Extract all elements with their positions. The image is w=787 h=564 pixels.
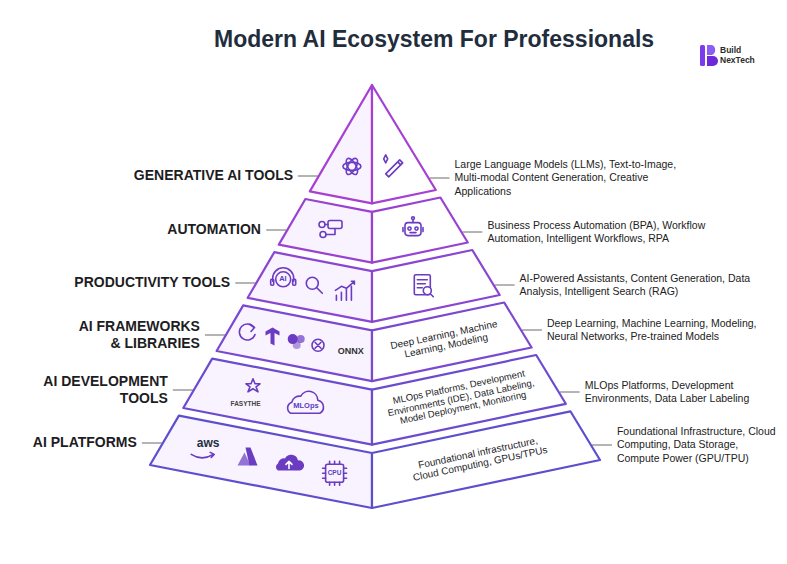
layer-description: Deep Learning, Machine Learning, Modelin… [547,317,767,344]
layer-label: AI DEVELOPMENT TOOLS [32,373,168,408]
pyramid-layer: AUTOMATIONBusiness Process Automation (B… [275,194,471,266]
icon-text: MLOps [293,402,318,410]
leader-line [235,283,255,284]
layer-label: AI PLATFORMS [33,434,137,452]
layer-label: PRODUCTIVITY TOOLS [74,274,230,292]
leader-line [266,230,286,231]
layer-description: AI-Powered Assistants, Content Generatio… [520,272,760,299]
robot-icon [403,217,423,236]
pyramid-layer: AI PLATFORMSFoundational Infrastructure,… [147,408,603,511]
layer-description: Business Process Automation (BPA), Workf… [487,219,737,246]
layer-shape [306,82,439,207]
layer-left-face [310,85,372,203]
pyramid-layer: GENERATIVE AI TOOLSLarge Language Models… [306,82,439,207]
awsarrow-icon [191,452,214,458]
leader-line [205,335,225,336]
layer-right-face [372,411,600,508]
azure-icon [238,447,258,465]
leader-line [560,392,580,393]
cloud-icon [288,391,324,413]
blob-icon [288,334,305,349]
layer-left-face [150,416,372,508]
head-icon [271,268,296,287]
leader-line [173,390,193,391]
cloud2-icon [276,455,304,471]
mag-icon [306,277,322,293]
icon-text: aws [197,437,220,449]
leader-line [522,330,542,331]
logo-mark [700,45,718,66]
layer-label: GENERATIVE AI TOOLS [134,167,293,185]
layer-left-face [279,199,372,263]
layer-description: Foundational Infrastructure, Cloud Compu… [617,425,781,466]
doc-icon [414,275,433,297]
leader-line [298,176,318,177]
layer-description: MLOps Platforms, Development Environment… [585,379,775,406]
diagram-title: Modern AI Ecosystem For Professionals [214,26,654,53]
openai-icon [343,157,361,177]
tf-icon [266,328,280,346]
icon-text: CPU [328,470,342,477]
fasy-icon [246,379,260,392]
flow-icon [319,221,342,238]
layer-shape [275,194,471,266]
leader-line [462,232,482,233]
layer-shape [147,408,603,511]
icon-text: ONNX [338,347,364,356]
icon-text: FASYTHE [231,401,261,408]
leader-line [495,285,515,286]
leader-line [430,178,450,179]
icon-text: AI [279,275,287,283]
leader-line [592,445,612,446]
leader-line [142,443,162,444]
layer-label: AUTOMATION [167,221,261,239]
cycle-icon [239,324,255,340]
pen-icon [384,155,403,177]
layer-label: AI FRAMEWORKS & LIBRARIES [74,318,200,353]
chart-icon [335,281,354,300]
layer-description: Large Language Models (LLMs), Text-to-Im… [455,158,705,199]
chip-icon [323,461,347,485]
logo-text: Build NexTech [720,46,762,66]
onnxmark-icon [312,339,324,351]
layer-right-face [372,85,436,203]
